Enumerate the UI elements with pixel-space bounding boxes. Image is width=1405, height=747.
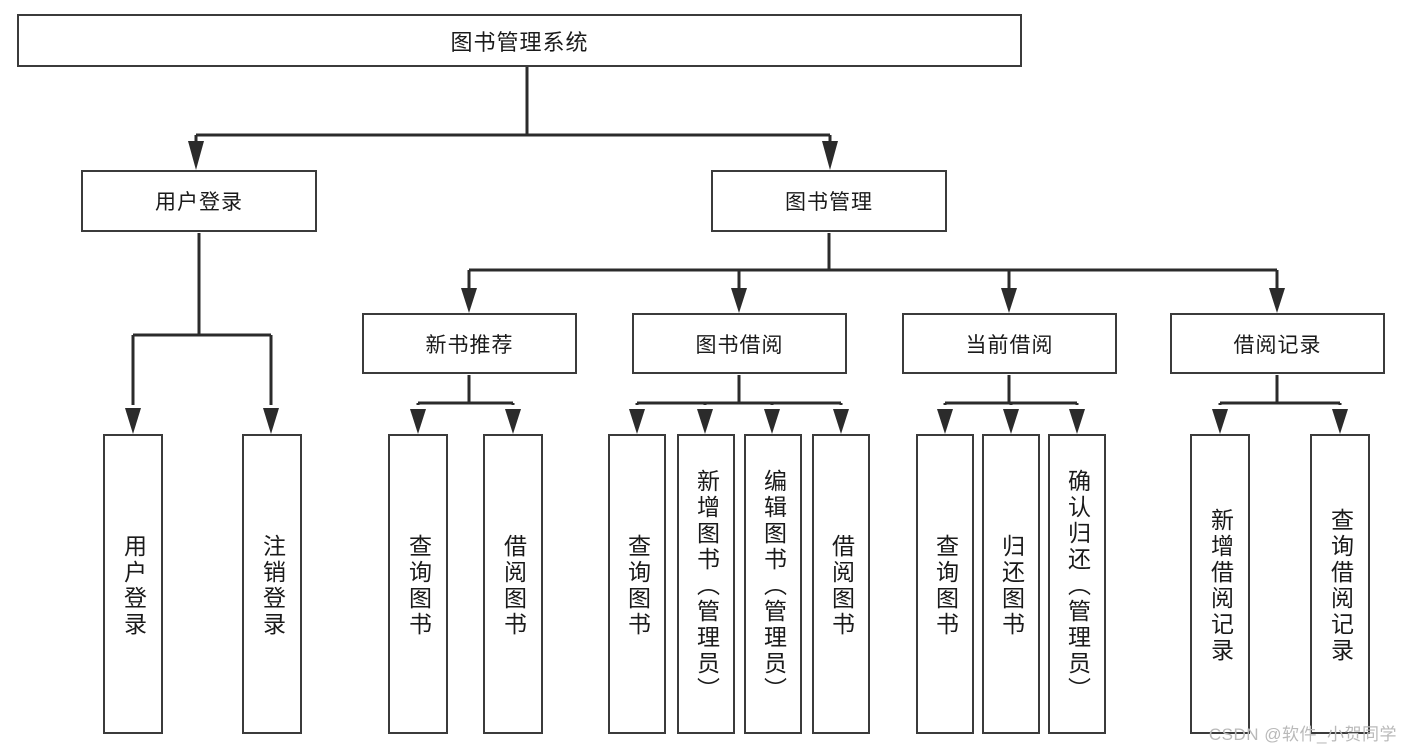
leaf-label: 查询图书 [405,534,432,638]
leaf-label: 注销登录 [259,534,286,638]
leaf-label: 新增图书（管理员） [693,469,720,703]
leaf-label: 确认归还（管理员） [1064,469,1091,703]
leaf-edit-book-admin[interactable]: 编辑图书（管理员） [744,434,802,734]
leaf-add-borrow-record[interactable]: 新增借阅记录 [1190,434,1250,734]
leaf-label: 查询图书 [624,534,651,638]
node-user-login[interactable]: 用户登录 [81,170,317,232]
leaf-label: 借阅图书 [500,534,527,638]
leaf-add-book-admin[interactable]: 新增图书（管理员） [677,434,735,734]
node-new-book-recommend[interactable]: 新书推荐 [362,313,577,374]
node-borrow-records[interactable]: 借阅记录 [1170,313,1385,374]
leaf-label: 编辑图书（管理员） [760,469,787,703]
leaf-query-book-borrow[interactable]: 查询图书 [608,434,666,734]
leaf-label: 用户登录 [120,534,147,638]
leaf-label: 查询借阅记录 [1327,508,1354,664]
leaf-return-book[interactable]: 归还图书 [982,434,1040,734]
node-book-management[interactable]: 图书管理 [711,170,947,232]
leaf-label: 查询图书 [932,534,959,638]
leaf-confirm-return-admin[interactable]: 确认归还（管理员） [1048,434,1106,734]
node-current-borrow[interactable]: 当前借阅 [902,313,1117,374]
leaf-label: 归还图书 [998,534,1025,638]
node-root-system[interactable]: 图书管理系统 [17,14,1022,67]
leaf-user-login[interactable]: 用户登录 [103,434,163,734]
node-book-borrow[interactable]: 图书借阅 [632,313,847,374]
leaf-borrow-book[interactable]: 借阅图书 [812,434,870,734]
leaf-query-book-newbook[interactable]: 查询图书 [388,434,448,734]
leaf-borrow-book-newbook[interactable]: 借阅图书 [483,434,543,734]
leaf-logout[interactable]: 注销登录 [242,434,302,734]
leaf-query-borrow-record[interactable]: 查询借阅记录 [1310,434,1370,734]
leaf-label: 借阅图书 [828,534,855,638]
watermark-text: CSDN @软件_小贺同学 [1208,725,1397,744]
leaf-label: 新增借阅记录 [1207,508,1234,664]
leaf-query-book-current[interactable]: 查询图书 [916,434,974,734]
